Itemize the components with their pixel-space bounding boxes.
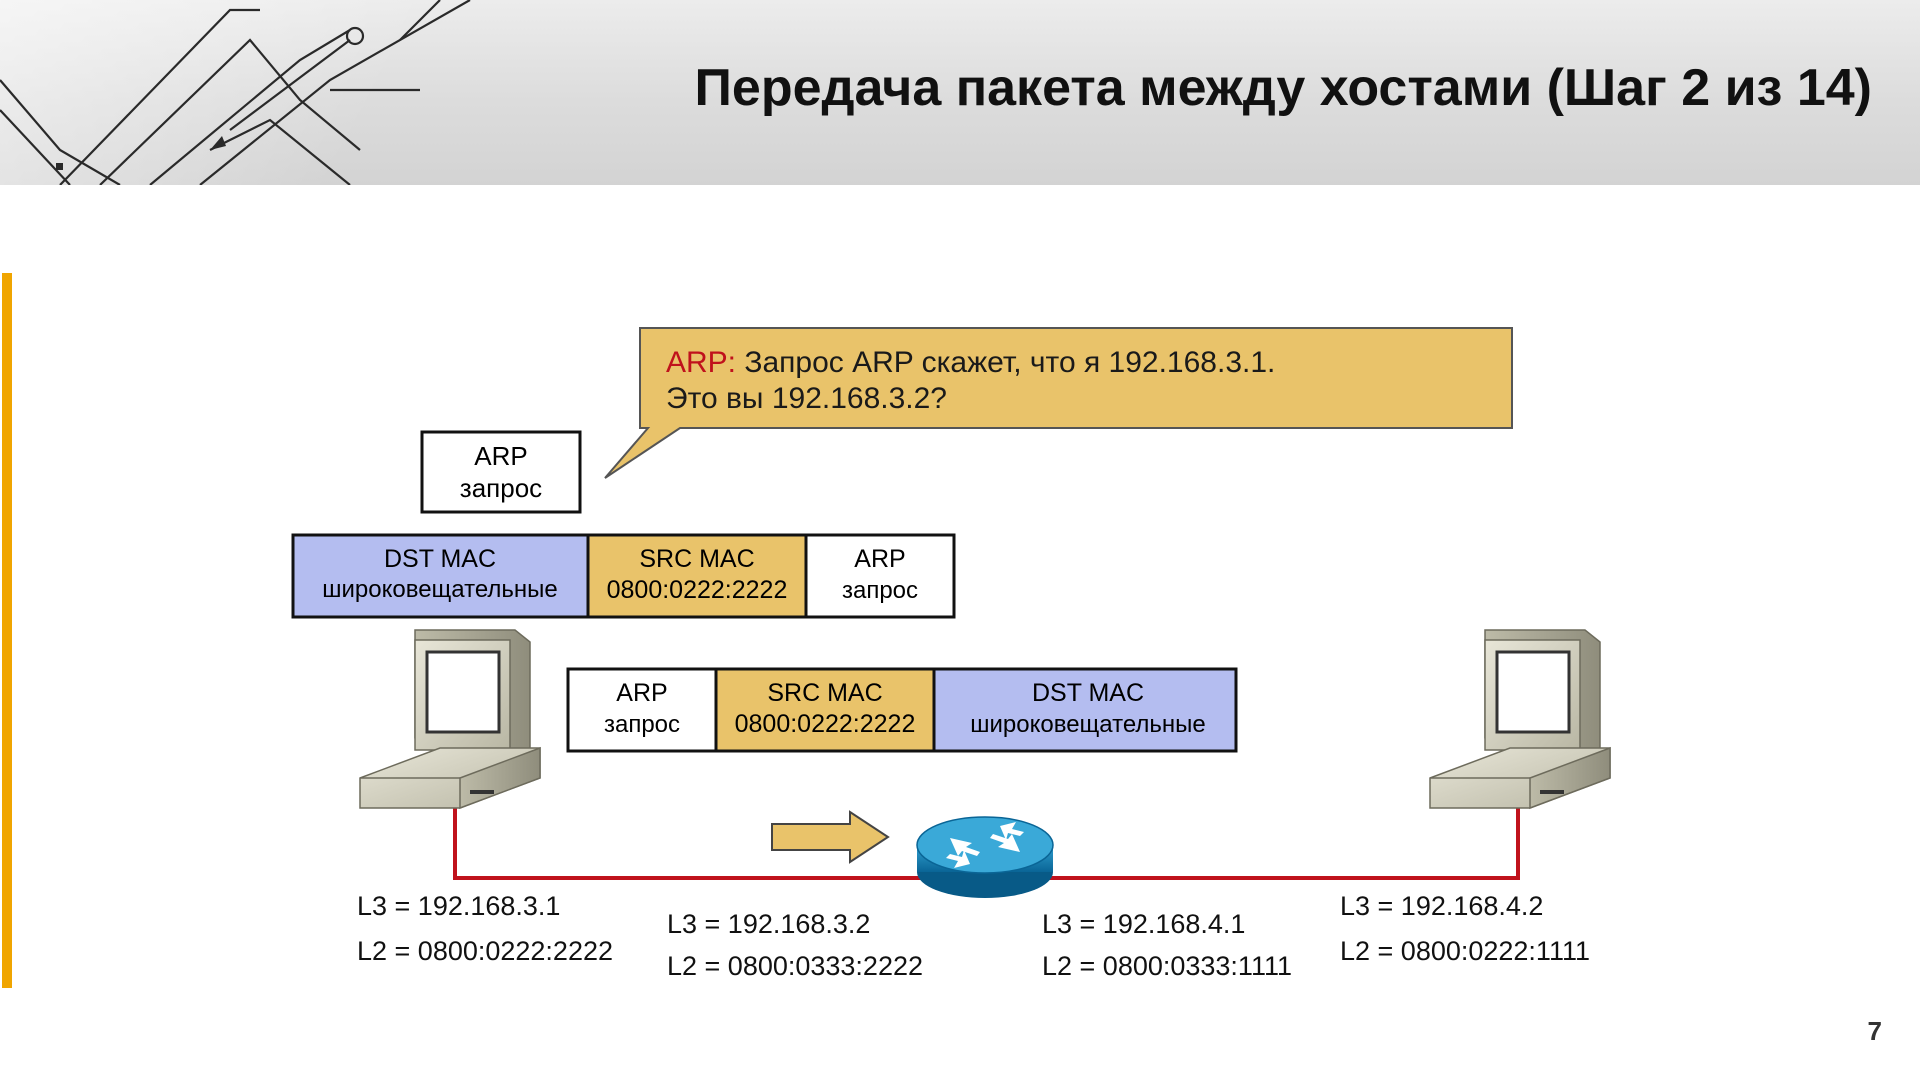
host-a-l2: L2 = 0800:0222:2222 (357, 936, 613, 966)
callout-label: ARP: (666, 346, 736, 379)
router-left-l3: L3 = 192.168.3.2 (667, 909, 870, 939)
frame-top-dst-cell (291, 533, 590, 619)
arp-request-label: ARP (474, 441, 527, 471)
frame-top-dst-title: DST MAC (384, 545, 496, 573)
router-left-l2: L2 = 0800:0333:2222 (667, 951, 923, 981)
header-highlight (0, 0, 620, 185)
frame-bottom-payload-cell (566, 667, 718, 753)
host-a-l3: L3 = 192.168.3.1 (357, 891, 560, 921)
frame-bottom: ARP запрос SRC MAC 0800:0222:2222 DST MA… (566, 667, 1238, 753)
callout-text: Запрос ARP скажет, что я 192.168.3.1. (736, 346, 1275, 379)
frame-bottom-payload-title: ARP (616, 679, 667, 707)
frame-top: DST MAC широковещательные SRC MAC 0800:0… (291, 533, 956, 619)
frame-bottom-src-title: SRC MAC (767, 679, 882, 707)
right-computer-icon (1429, 629, 1611, 810)
frame-bottom-payload-value: запрос (604, 711, 680, 738)
frame-bottom-src-value: 0800:0222:2222 (735, 710, 916, 738)
callout-line-2: Это вы 192.168.3.2? (666, 382, 947, 415)
frame-bottom-dst-cell (932, 667, 1238, 753)
host-b-l2: L2 = 0800:0222:1111 (1340, 936, 1590, 966)
page-number: 7 (1867, 1016, 1882, 1046)
frame-top-payload-value: запрос (842, 577, 918, 604)
frame-top-src-value: 0800:0222:2222 (607, 576, 788, 604)
frame-bottom-dst-title: DST MAC (1032, 679, 1144, 707)
arp-callout: ARP: Запрос ARP скажет, что я 192.168.3.… (604, 327, 1513, 479)
arp-request-sublabel: запрос (460, 473, 542, 503)
frame-top-src-title: SRC MAC (639, 545, 754, 573)
left-computer-icon (359, 629, 541, 810)
frame-bottom-dst-value: широковещательные (970, 711, 1206, 738)
slide-header: Передача пакета между хостами (Шаг 2 из … (0, 0, 1920, 185)
frame-top-payload-cell (804, 533, 956, 619)
router-right-l2: L2 = 0800:0333:1111 (1042, 951, 1292, 981)
router-icon (916, 816, 1054, 898)
direction-arrow-icon (771, 810, 890, 864)
router-right-l3: L3 = 192.168.4.1 (1042, 909, 1245, 939)
accent-bar (2, 273, 12, 988)
host-b-l3: L3 = 192.168.4.2 (1340, 891, 1543, 921)
circuit-decoration-icon (0, 0, 471, 185)
frame-top-payload-title: ARP (854, 545, 905, 573)
slide-title: Передача пакета между хостами (Шаг 2 из … (694, 59, 1872, 117)
arp-request-box: ARP запрос (420, 430, 582, 514)
frame-top-dst-value: широковещательные (322, 576, 558, 603)
callout-line-1: ARP: Запрос ARP скажет, что я 192.168.3.… (666, 346, 1275, 379)
